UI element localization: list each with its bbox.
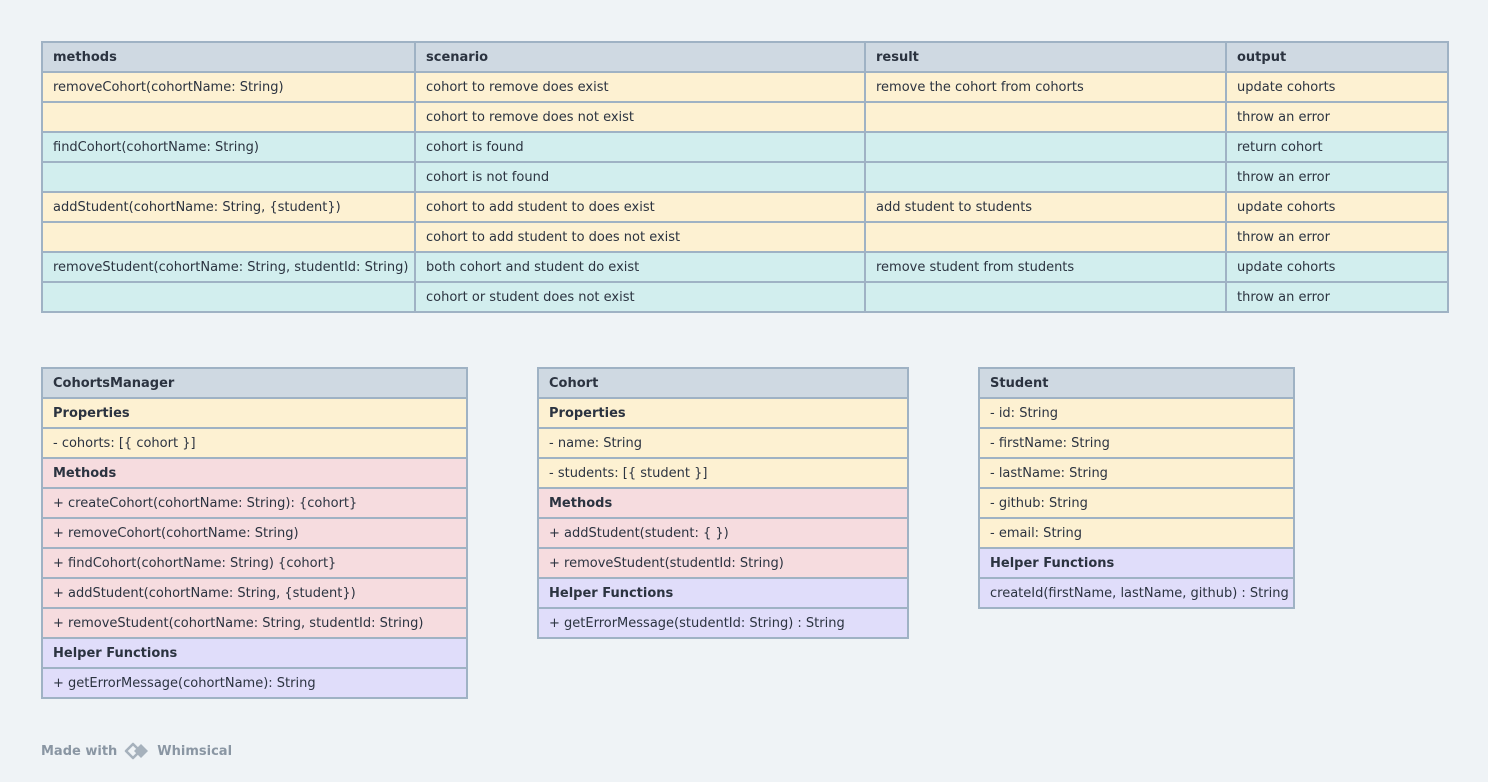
section-label-properties: Properties <box>41 397 468 429</box>
section-label-helpers: Helper Functions <box>978 547 1295 579</box>
method-cell: removeStudent(cohortName: String, studen… <box>41 251 416 283</box>
result-cell: remove the cohort from cohorts <box>864 71 1227 103</box>
scenario-cell: cohort or student does not exist <box>414 281 866 313</box>
section-label-methods: Methods <box>41 457 468 489</box>
class-box-student: Student - id: String - firstName: String… <box>978 367 1295 609</box>
result-cell: remove student from students <box>864 251 1227 283</box>
methods-table-header-row: methods scenario result output <box>41 41 1449 73</box>
property-item: - email: String <box>978 517 1295 549</box>
method-cell: addStudent(cohortName: String, {student}… <box>41 191 416 223</box>
class-title: Student <box>978 367 1295 399</box>
table-row: cohort or student does not exist throw a… <box>41 281 1449 313</box>
output-cell: update cohorts <box>1225 71 1449 103</box>
output-cell: return cohort <box>1225 131 1449 163</box>
method-cell: findCohort(cohortName: String) <box>41 131 416 163</box>
class-title: CohortsManager <box>41 367 468 399</box>
table-row: cohort to add student to does not exist … <box>41 221 1449 253</box>
method-item: + findCohort(cohortName: String) {cohort… <box>41 547 468 579</box>
property-item: - students: [{ student }] <box>537 457 909 489</box>
property-item: - lastName: String <box>978 457 1295 489</box>
table-row: findCohort(cohortName: String) cohort is… <box>41 131 1449 163</box>
method-cell: removeCohort(cohortName: String) <box>41 71 416 103</box>
section-label-methods: Methods <box>537 487 909 519</box>
table-row: addStudent(cohortName: String, {student}… <box>41 191 1449 223</box>
scenario-cell: cohort to remove does not exist <box>414 101 866 133</box>
section-label-helpers: Helper Functions <box>41 637 468 669</box>
output-cell: update cohorts <box>1225 251 1449 283</box>
output-cell: throw an error <box>1225 101 1449 133</box>
method-cell <box>41 101 416 133</box>
result-cell: add student to students <box>864 191 1227 223</box>
helper-item: + getErrorMessage(studentId: String) : S… <box>537 607 909 639</box>
method-cell <box>41 221 416 253</box>
property-item: - github: String <box>978 487 1295 519</box>
method-item: + removeCohort(cohortName: String) <box>41 517 468 549</box>
scenario-cell: cohort to remove does exist <box>414 71 866 103</box>
output-cell: throw an error <box>1225 161 1449 193</box>
class-box-cohorts-manager: CohortsManager Properties - cohorts: [{ … <box>41 367 468 699</box>
table-row: removeStudent(cohortName: String, studen… <box>41 251 1449 283</box>
result-cell <box>864 131 1227 163</box>
method-item: + addStudent(cohortName: String, {studen… <box>41 577 468 609</box>
method-item: + removeStudent(cohortName: String, stud… <box>41 607 468 639</box>
scenario-cell: cohort is not found <box>414 161 866 193</box>
result-cell <box>864 221 1227 253</box>
method-item: + createCohort(cohortName: String): {coh… <box>41 487 468 519</box>
method-cell <box>41 161 416 193</box>
class-box-cohort: Cohort Properties - name: String - stude… <box>537 367 909 639</box>
whimsical-logo-icon <box>123 741 151 761</box>
scenario-cell: cohort is found <box>414 131 866 163</box>
table-row: cohort is not found throw an error <box>41 161 1449 193</box>
output-cell: throw an error <box>1225 221 1449 253</box>
brand-name: Whimsical <box>157 743 233 759</box>
made-with-label: Made with <box>41 743 118 759</box>
scenario-cell: both cohort and student do exist <box>414 251 866 283</box>
result-cell <box>864 101 1227 133</box>
output-cell: throw an error <box>1225 281 1449 313</box>
table-row: removeCohort(cohortName: String) cohort … <box>41 71 1449 103</box>
method-item: + removeStudent(studentId: String) <box>537 547 909 579</box>
helper-item: + getErrorMessage(cohortName): String <box>41 667 468 699</box>
header-scenario: scenario <box>414 41 866 73</box>
header-result: result <box>864 41 1227 73</box>
scenario-cell: cohort to add student to does exist <box>414 191 866 223</box>
header-output: output <box>1225 41 1449 73</box>
table-row: cohort to remove does not exist throw an… <box>41 101 1449 133</box>
section-label-properties: Properties <box>537 397 909 429</box>
scenario-cell: cohort to add student to does not exist <box>414 221 866 253</box>
property-item: - cohorts: [{ cohort }] <box>41 427 468 459</box>
result-cell <box>864 281 1227 313</box>
property-item: - id: String <box>978 397 1295 429</box>
property-item: - firstName: String <box>978 427 1295 459</box>
helper-item: createId(firstName, lastName, github) : … <box>978 577 1295 609</box>
output-cell: update cohorts <box>1225 191 1449 223</box>
class-title: Cohort <box>537 367 909 399</box>
result-cell <box>864 161 1227 193</box>
method-item: + addStudent(student: { }) <box>537 517 909 549</box>
made-with-whimsical-link[interactable]: Made with Whimsical <box>41 741 232 761</box>
section-label-helpers: Helper Functions <box>537 577 909 609</box>
header-methods: methods <box>41 41 416 73</box>
property-item: - name: String <box>537 427 909 459</box>
methods-table: methods scenario result output removeCoh… <box>41 41 1449 313</box>
method-cell <box>41 281 416 313</box>
